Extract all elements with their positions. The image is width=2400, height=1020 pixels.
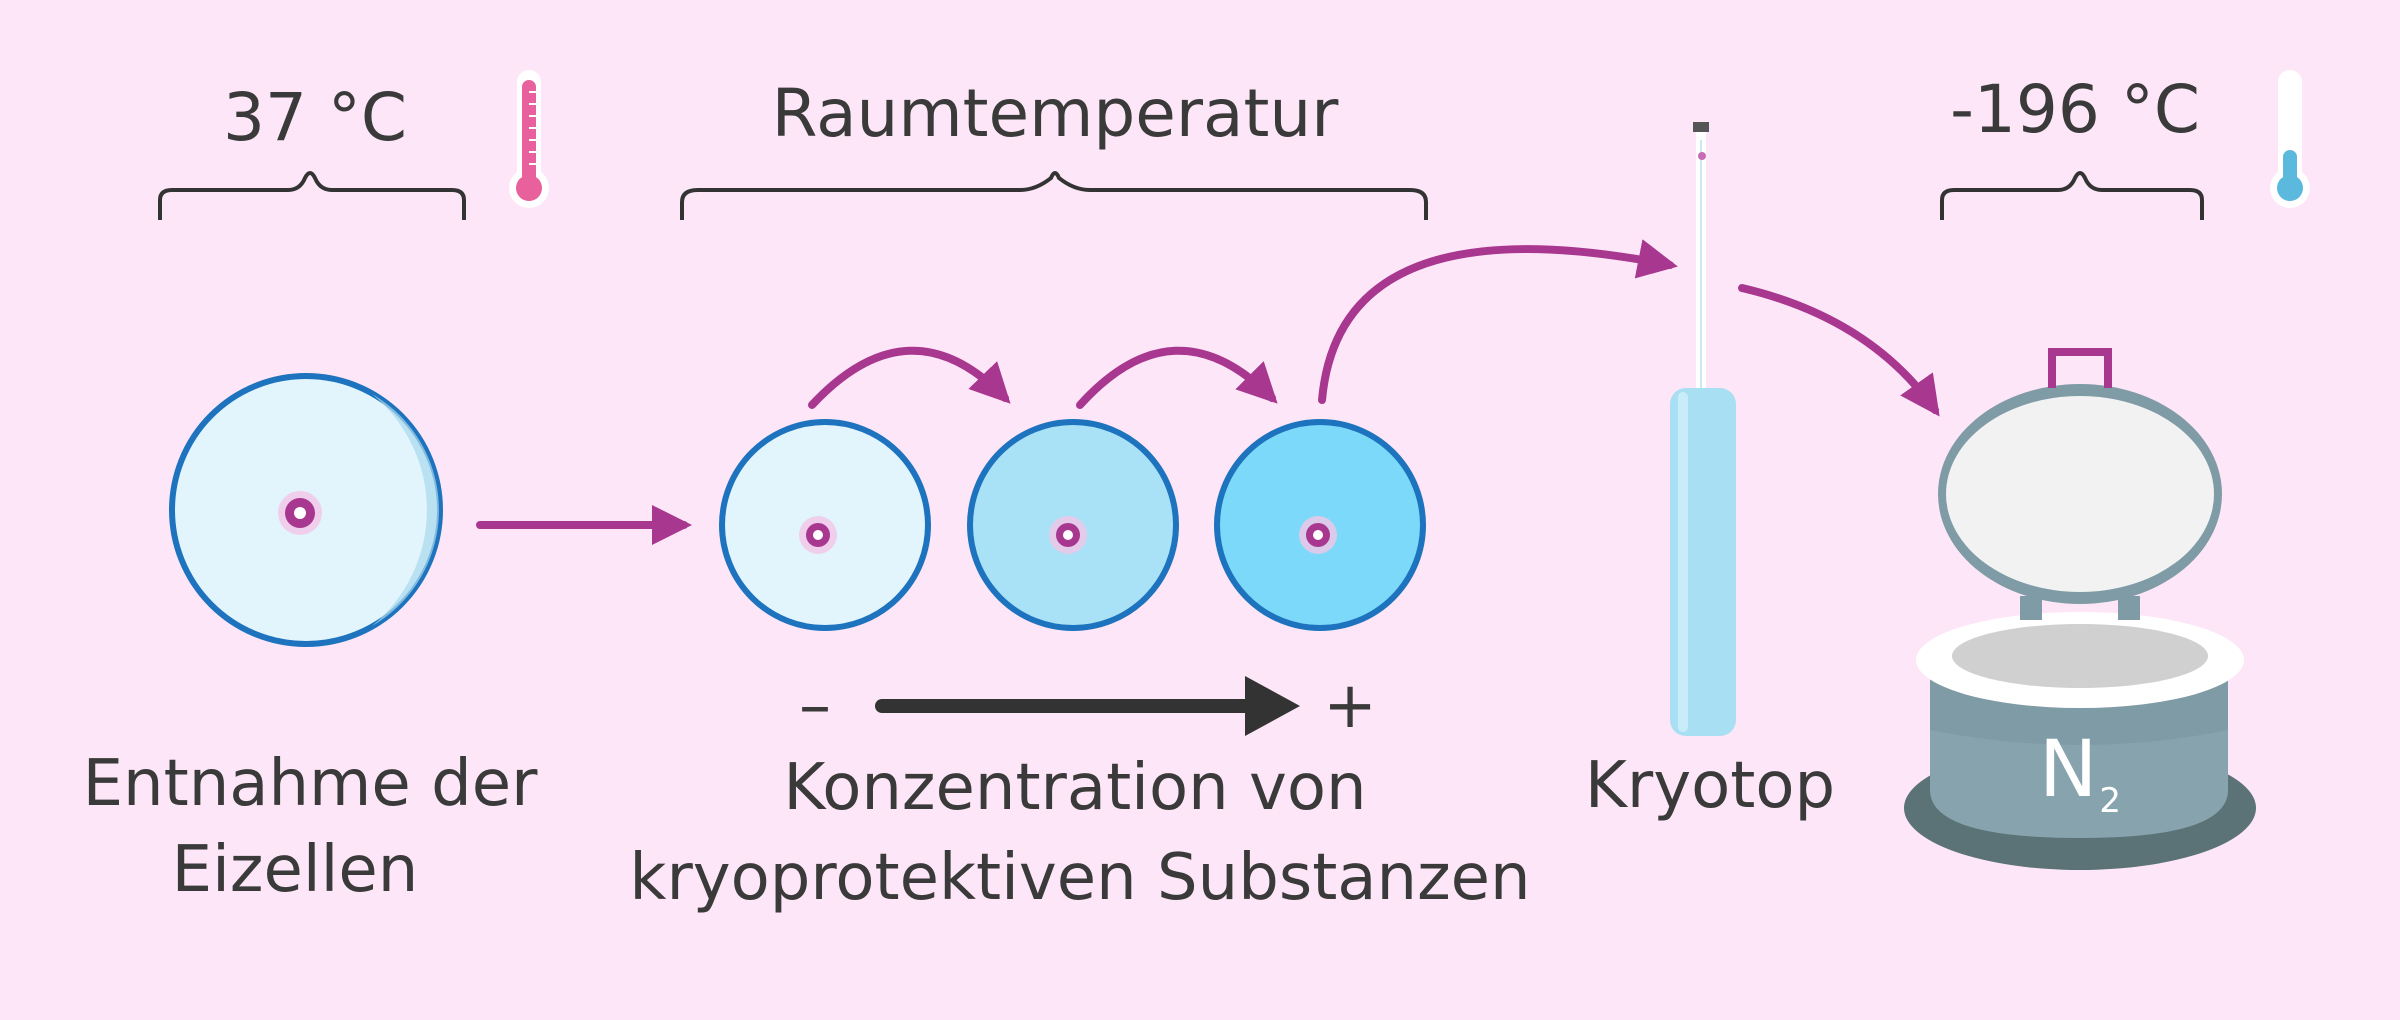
concentration-scale-arrow (875, 676, 1300, 736)
arrow-dish2-to-dish3 (1076, 346, 1278, 409)
dish-low-concentration (719, 419, 931, 631)
brace-cold-temperature (1940, 171, 2204, 220)
arrow-kryotop-to-tank (1738, 284, 1940, 417)
label-scale-minus: – (799, 669, 831, 743)
label-concentration-line2: kryoprotektiven Substanzen (629, 841, 1531, 915)
thermometer-cold-icon (2270, 70, 2310, 208)
arrow-dish3-to-kryotop (1318, 239, 1678, 404)
thermometer-warm-icon (509, 70, 549, 208)
label-temp-room: Raumtemperatur (771, 75, 1339, 152)
label-scale-plus: + (1323, 669, 1377, 743)
label-kryotop: Kryotop (1584, 749, 1836, 823)
label-nitrogen: N2 (1980, 720, 2180, 835)
dish-high-concentration (1214, 419, 1426, 631)
dish-retrieval (169, 373, 443, 647)
label-retrieval-line1: Entnahme der (82, 747, 538, 821)
oocyte-icon (1299, 516, 1337, 554)
oocyte-icon (1049, 516, 1087, 554)
label-retrieval-line2: Eizellen (171, 833, 419, 907)
arrow-dish1-to-dish2 (808, 346, 1011, 409)
oocyte-icon (278, 491, 322, 535)
liquid-nitrogen-tank-icon (1904, 348, 2256, 870)
label-temp-cold: -196 °C (1950, 71, 2200, 148)
kryotop-straw-icon (1670, 122, 1736, 736)
nitrogen-subscript: 2 (2099, 781, 2121, 821)
oocyte-icon (799, 516, 837, 554)
label-concentration-line1: Konzentration von (783, 751, 1367, 825)
dish-medium-concentration (967, 419, 1179, 631)
brace-room-temperature (680, 171, 1428, 220)
nitrogen-symbol: N (2039, 725, 2098, 815)
label-temp-body: 37 °C (222, 79, 408, 156)
brace-body-temperature (158, 171, 466, 220)
